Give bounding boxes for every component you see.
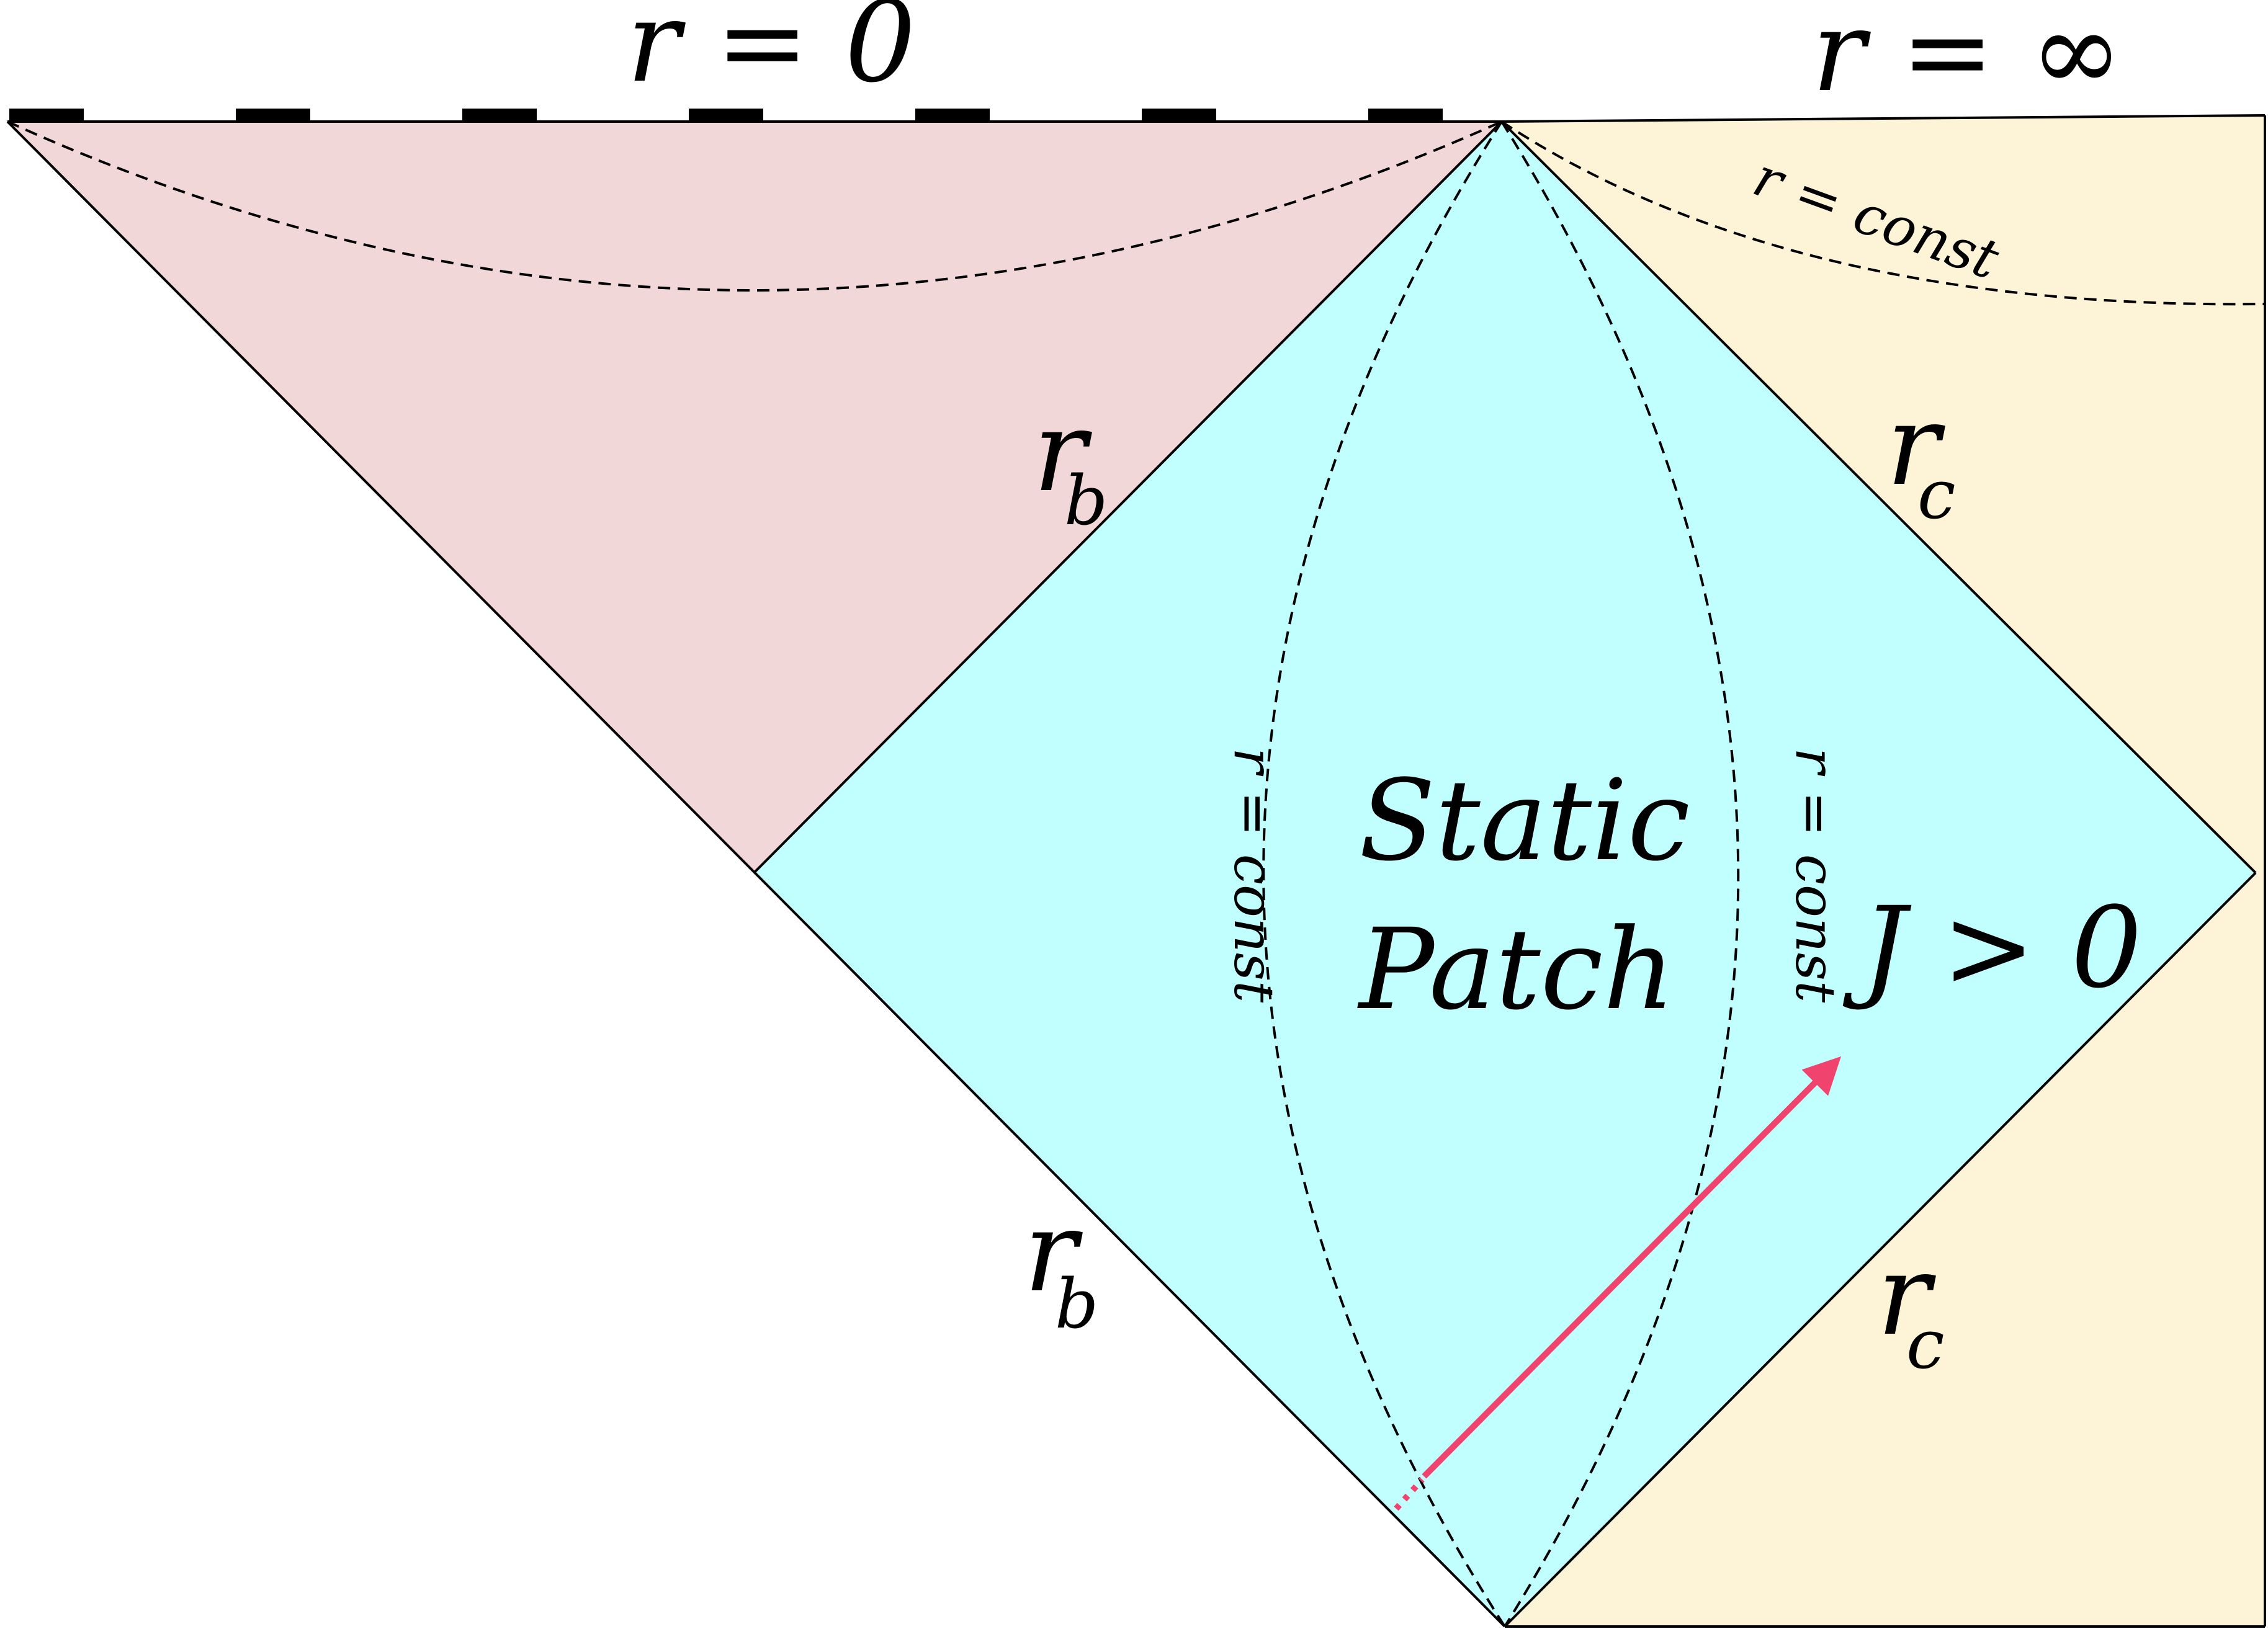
label-r-b-upper: r (1033, 387, 1092, 517)
r-const-curve-interior (7, 120, 1502, 292)
label-static: Static (1359, 756, 1690, 886)
black-hole-horizon-future (753, 120, 1503, 874)
future-infinity-line (1501, 114, 2266, 123)
label-r-const-static-right: r = const (1783, 748, 1847, 1003)
outer-left-edge (6, 120, 1506, 1628)
cosmological-exterior-region (1502, 115, 2265, 1627)
label-r-const-static-left: r = const (1222, 748, 1286, 1003)
label-r-zero: r = 0 (627, 0, 916, 107)
r-const-curve-static-left (1262, 120, 1506, 1628)
r-const-curve-static-right (1500, 120, 1740, 1628)
label-r-c-lower: r (1877, 1231, 1936, 1360)
label-r-b-upper-sub: b (1064, 461, 1108, 540)
label-j-positive: J > 0 (1842, 883, 2142, 1013)
r-const-curve-exterior (1500, 120, 2266, 306)
cosmological-horizon-future (1500, 120, 2257, 874)
label-r-c-lower-sub: c (1906, 1305, 1945, 1384)
label-r-b-lower: r (1024, 1187, 1083, 1317)
static-patch-region (754, 122, 2256, 1627)
label-r-c-upper: r (1886, 381, 1945, 511)
black-hole-interior-region (7, 122, 1502, 873)
worldline-arrow (1422, 1056, 1842, 1479)
cosmological-horizon-past (1504, 872, 2257, 1628)
label-r-infinity: r = ∞ (1812, 0, 2123, 117)
label-patch: Patch (1357, 905, 1675, 1035)
label-r-c-upper-sub: c (1917, 455, 1956, 534)
label-r-b-lower-sub: b (1055, 1264, 1098, 1344)
